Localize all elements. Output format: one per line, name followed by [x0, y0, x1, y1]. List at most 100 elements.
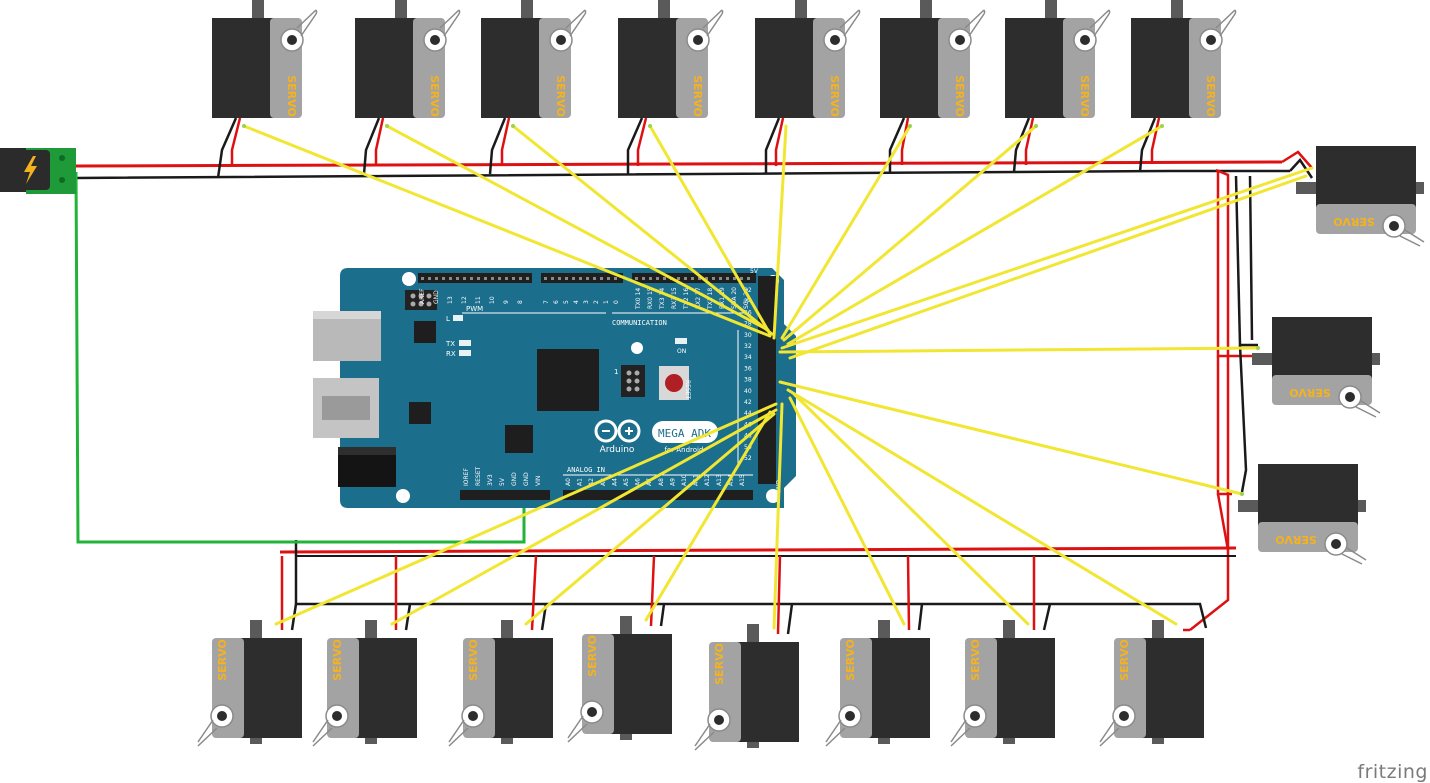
- pin-label-3: 3: [583, 300, 590, 304]
- power-pin-label: RESET: [475, 466, 482, 486]
- servo: [825, 619, 931, 747]
- digital-pin-label-40: 40: [744, 388, 752, 395]
- bottom-servo-leads: [280, 555, 1190, 635]
- comm-pin-label: RX1 19: [719, 287, 726, 309]
- icsp-header: [621, 365, 645, 397]
- model-label: MEGA ADK: [658, 427, 711, 440]
- top-power-rails: [75, 150, 1314, 551]
- digital-pin-label-36: 36: [744, 365, 752, 372]
- servo-bottom-row: [197, 615, 1205, 751]
- gnd-label: GND: [774, 480, 781, 494]
- analog-pin-label-a12: A12: [704, 474, 711, 486]
- power-header: [460, 490, 550, 500]
- power-jack: [0, 148, 76, 194]
- comm-pin-label: TX0 14: [635, 288, 642, 310]
- power-pin-label: VIN: [535, 476, 542, 486]
- pin-label-5: 5: [563, 300, 570, 304]
- top-servo-leads: [216, 117, 1161, 179]
- main-chip: [537, 349, 599, 411]
- usb-b-port: [313, 311, 381, 361]
- comm-pin-label: RX2 17: [695, 287, 702, 309]
- servo: [694, 623, 800, 751]
- analog-pin-label-a4: A4: [611, 478, 618, 486]
- pin-label-0: 0: [613, 300, 620, 304]
- rx-led-label: RX: [446, 350, 456, 358]
- brand-label: Arduino: [600, 445, 635, 455]
- comm-pin-label: SDA 20: [731, 287, 738, 309]
- analog-header: [563, 490, 753, 500]
- pin-label-7: 7: [543, 300, 550, 304]
- digital-pin-label-38: 38: [744, 377, 752, 384]
- pin-label-10: 10: [489, 296, 496, 304]
- signal-wire-ends: [242, 124, 1260, 496]
- digital-pin-label-42: 42: [744, 399, 752, 406]
- servo: [1130, 0, 1237, 119]
- five-v-label: 5V: [750, 268, 759, 275]
- digital-header-left: [418, 273, 532, 283]
- tx-led-label: TX: [445, 340, 455, 348]
- pin-label-8: 8: [517, 300, 524, 304]
- pin-label-2: 2: [593, 300, 600, 304]
- arduino-logo: [594, 419, 641, 443]
- power-pin-label: 3V3: [487, 474, 494, 486]
- digital-pin-label-32: 32: [744, 343, 752, 350]
- green-wire: [74, 171, 526, 544]
- analog-pin-label-a2: A2: [588, 478, 595, 486]
- digital-pin-label-24: 24: [744, 298, 752, 305]
- icsp-label: 1: [614, 368, 618, 376]
- analog-pin-label-a10: A10: [681, 474, 688, 486]
- pin-label-9: 9: [503, 300, 510, 304]
- servo: [879, 0, 986, 119]
- pin-label-4: 4: [573, 300, 580, 304]
- pin-label-6: 6: [553, 300, 560, 304]
- comm-pin-label: TX2 16: [683, 288, 690, 310]
- analog-pin-label-a13: A13: [716, 474, 723, 486]
- digital-pin-label-34: 34: [744, 354, 752, 361]
- l-led-label: L: [446, 315, 450, 323]
- digital-header-double: [758, 276, 776, 484]
- servo: [567, 615, 673, 743]
- analog-pin-label-a9: A9: [669, 478, 676, 486]
- servo: [1251, 316, 1381, 418]
- analog-pin-label-a8: A8: [658, 478, 665, 486]
- signal-wires: [242, 124, 1314, 630]
- power-pin-label: 5V: [499, 477, 506, 486]
- pin-label-11: 11: [475, 296, 482, 304]
- comm-pin-label: SCL 21: [743, 288, 750, 309]
- servo: [1237, 463, 1367, 565]
- servo: [1295, 145, 1425, 247]
- servo: [448, 619, 554, 747]
- subtitle-label: for Android: [665, 446, 704, 454]
- digital-pin-label-22: 22: [744, 287, 752, 294]
- servo: [197, 619, 303, 747]
- pwm-label: PWM: [466, 305, 483, 313]
- servo: [211, 0, 318, 119]
- communication-label: COMMUNICATION: [612, 319, 667, 327]
- servo: [754, 0, 861, 119]
- servo: [950, 619, 1056, 747]
- on-led-label: ON: [677, 348, 686, 355]
- servo: [1004, 0, 1111, 119]
- fritzing-watermark: fritzing: [1357, 761, 1428, 783]
- analog-pin-label-a5: A5: [623, 478, 630, 486]
- pin-label-12: 12: [461, 296, 468, 304]
- power-pin-label: GND: [511, 472, 518, 486]
- analog-pin-label-a15: A15: [739, 474, 746, 486]
- servo: [312, 619, 418, 747]
- servo: [480, 0, 587, 119]
- analog-pin-label-a3: A3: [600, 478, 607, 486]
- pin-label-1: 1: [603, 300, 610, 304]
- lightning-bolt-icon: [24, 156, 37, 184]
- servo: [354, 0, 461, 119]
- analog-in-label: ANALOG IN: [567, 466, 605, 474]
- pin-label-aref: AREF: [419, 288, 426, 304]
- analog-pin-label-a6: A6: [635, 478, 642, 486]
- servo-top-row: [211, 0, 1237, 119]
- servo-right-column: [1237, 145, 1425, 565]
- digital-pin-label-52: 52: [744, 455, 752, 462]
- pin-label-gnd: GND: [433, 290, 440, 304]
- analog-pin-label-a1: A1: [577, 478, 584, 486]
- analog-pin-label-a0: A0: [565, 478, 572, 486]
- reset-button[interactable]: [659, 366, 689, 400]
